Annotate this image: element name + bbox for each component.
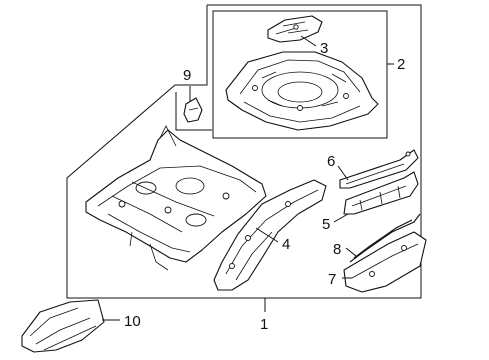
callout-7: 7	[328, 271, 336, 288]
part-6-cross-member	[339, 149, 419, 189]
assembly-frame	[66, 4, 422, 299]
callout-9: 9	[183, 67, 191, 84]
callout-10: 10	[124, 313, 141, 330]
spare-tire-pan-box	[212, 10, 388, 139]
part-1-rear-floor-pan	[85, 125, 267, 271]
part-4-side-member	[213, 179, 327, 291]
part-2-spare-tire-pan	[225, 51, 379, 131]
callout-labels: 1 2 3 4 5 6 7 8 9 10	[124, 40, 405, 333]
callout-3: 3	[320, 40, 328, 57]
callout-2: 2	[397, 56, 405, 73]
part-8-wire-bracket	[349, 213, 421, 263]
callout-6: 6	[327, 153, 335, 170]
callout-1: 1	[260, 316, 268, 333]
callout-5: 5	[322, 216, 330, 233]
part-5-cross-member	[343, 171, 419, 215]
part-10-heat-shield	[21, 299, 105, 353]
callout-4: 4	[282, 236, 290, 253]
leader-lines	[102, 35, 394, 321]
callout-8: 8	[333, 241, 341, 258]
part-3-bracket	[267, 15, 323, 43]
part-7-tray	[343, 231, 427, 293]
bracket-box	[175, 92, 212, 131]
part-9-bracket	[183, 97, 203, 123]
